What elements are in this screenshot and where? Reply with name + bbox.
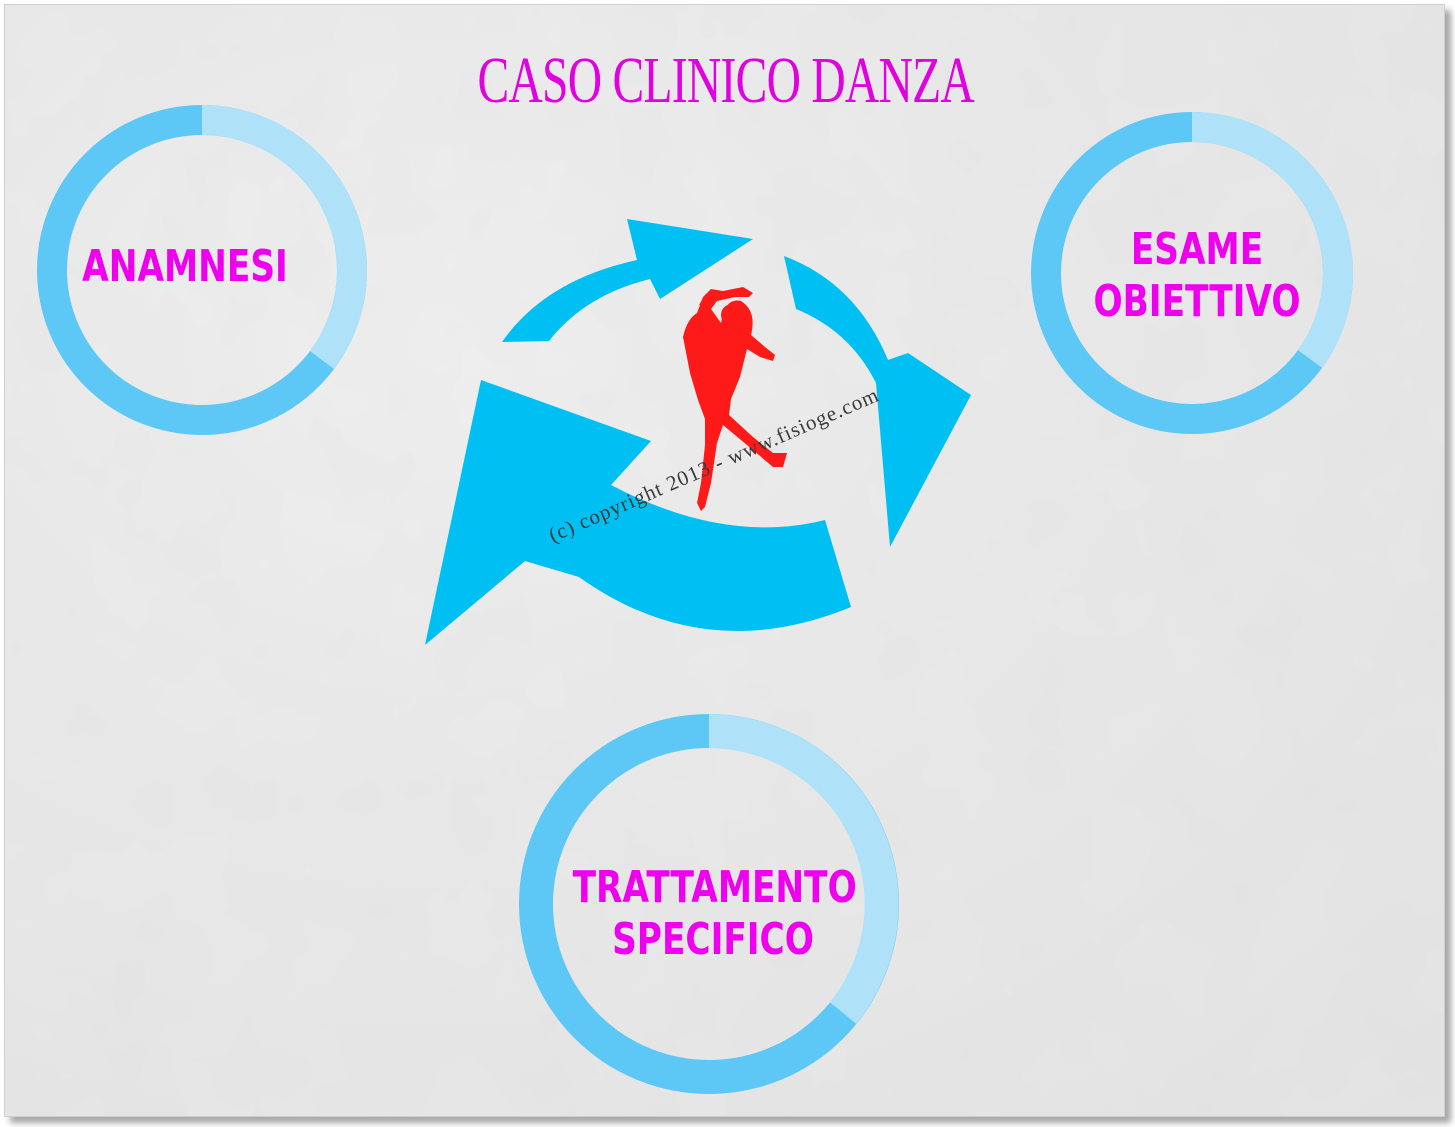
cycle-diagram [37,105,1354,1094]
ring-trattamento-specifico [519,714,899,1094]
diagram-canvas: CASO CLINICO DANZA [4,4,1445,1117]
step-label-line: ANAMNESI [82,241,288,292]
step-label-line: ESAME [1130,224,1264,275]
ring-anamnesi [37,105,367,435]
step-label-line: TRATTAMENTO [572,862,857,913]
step-label-line: OBIETTIVO [1093,276,1301,327]
cycle-arrows-icon [425,219,971,645]
step-label-esame-obiettivo: ESAME OBIETTIVO [1080,224,1314,328]
dancer-silhouette-icon [683,287,787,511]
step-label-anamnesi: ANAMNESI [68,241,302,293]
diagram-title: CASO CLINICO DANZA [477,44,975,117]
step-label-trattamento-specifico: TRATTAMENTO SPECIFICO [572,862,857,966]
ring-esame-obiettivo [1031,112,1354,434]
step-label-line: SPECIFICO [612,914,814,965]
